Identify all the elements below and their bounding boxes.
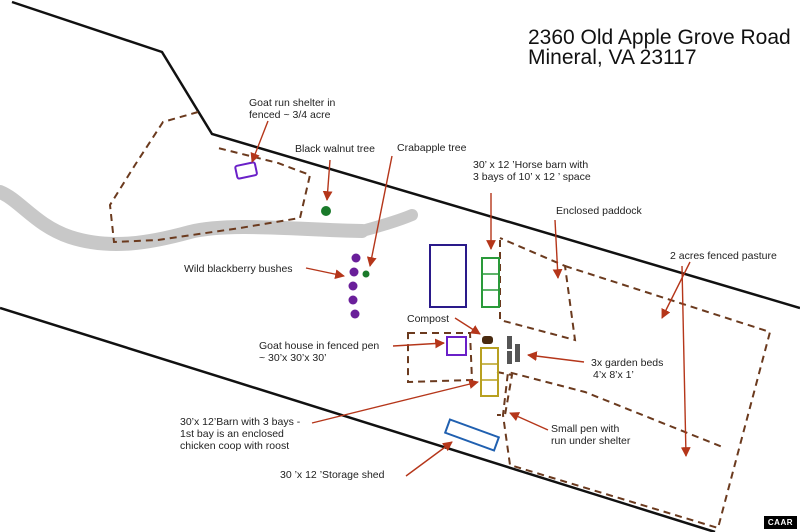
label-blackberry: Wild blackberry bushes [184, 263, 293, 275]
goat-house-icon [446, 336, 467, 356]
crabapple-tree-icon [362, 270, 370, 278]
label-goat-house-2: ~ 30’x 30’x 30’ [259, 352, 326, 364]
blackberry-bush-icon [350, 309, 360, 319]
label-goat-run-2: fenced ~ 3/4 acre [249, 109, 331, 121]
goat-run-shelter-icon [234, 161, 258, 180]
fence-goat-run [108, 111, 312, 244]
arrow-walnut [322, 159, 333, 201]
road-spur [356, 209, 418, 237]
storage-shed-icon [443, 418, 501, 452]
label-crabapple: Crabapple tree [397, 142, 467, 154]
label-goat-run-1: Goat run shelter in [249, 97, 336, 109]
label-shed: 30 ’x 12 ’Storage shed [280, 469, 385, 481]
address-line-1: 2360 Old Apple Grove Road [528, 26, 791, 49]
arrow-pasture-2 [680, 265, 691, 457]
arrow-barn [311, 379, 479, 424]
blackberry-bush-icon [348, 281, 358, 291]
large-building-icon [429, 244, 467, 308]
compost-icon [482, 336, 493, 344]
label-garden-2: 4’x 8’x 1’ [593, 369, 634, 381]
label-goat-house-1: Goat house in fenced pen [259, 340, 379, 352]
label-paddock: Enclosed paddock [556, 205, 643, 217]
arrow-pasture-1 [661, 261, 691, 319]
label-small-pen-1: Small pen with [551, 423, 619, 435]
fence-pasture [501, 265, 772, 530]
caar-badge: CAAR [763, 516, 797, 529]
arrow-crabapple [366, 155, 393, 267]
arrow-blackberry [305, 267, 345, 279]
road [0, 185, 369, 251]
arrow-paddock [552, 219, 563, 279]
garden-bed-icon [507, 336, 512, 349]
garden-bed-icon [507, 351, 512, 364]
label-barn-1: 30’x 12’Barn with 3 bays - [180, 416, 301, 428]
label-barn-3: chicken coop with roost [180, 440, 289, 452]
label-pasture: 2 acres fenced pasture [670, 250, 777, 262]
label-horse-barn-1: 30’ x 12 ’Horse barn with [473, 159, 588, 171]
arrow-garden [527, 351, 585, 363]
property-boundary [11, 0, 800, 310]
label-barn-2: 1st bay is an enclosed [180, 428, 284, 440]
label-compost: Compost [407, 313, 449, 325]
label-garden-1: 3x garden beds [591, 357, 663, 369]
garden-bed-icon [515, 344, 520, 362]
blackberry-bush-icon [348, 295, 358, 305]
label-walnut: Black walnut tree [295, 143, 375, 155]
fence-small-pen [496, 371, 514, 416]
barn-chicken-coop-icon [480, 347, 499, 397]
arrow-goat-house [392, 338, 445, 349]
property-boundary-lower [0, 306, 716, 532]
fence-paddock [499, 237, 577, 342]
horse-barn-icon [481, 257, 500, 308]
arrow-goat-run [250, 120, 269, 163]
black-walnut-tree-icon [321, 206, 331, 216]
address-line-2: Mineral, VA 23117 [528, 46, 697, 69]
arrow-small-pen [509, 412, 549, 431]
arrow-shed [405, 441, 453, 477]
arrow-compost [454, 317, 481, 335]
fence-goat-pen [407, 332, 474, 384]
label-horse-barn-2: 3 bays of 10’ x 12 ’ space [473, 171, 591, 183]
blackberry-bush-icon [349, 267, 359, 277]
blackberry-bush-icon [351, 253, 361, 263]
label-small-pen-2: run under shelter [551, 435, 631, 447]
